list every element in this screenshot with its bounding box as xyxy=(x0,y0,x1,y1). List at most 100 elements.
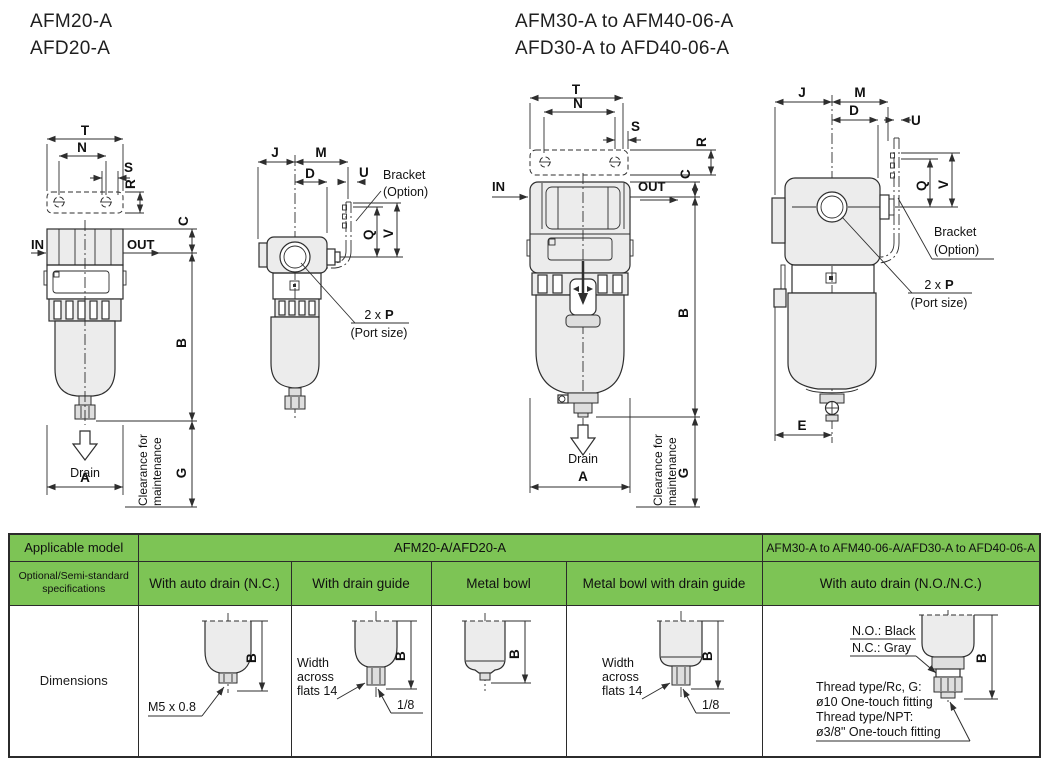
dim-label-r: R xyxy=(694,137,709,147)
dim-label-b: B xyxy=(174,338,189,348)
svg-text:ø3/8" One-touch fitting: ø3/8" One-touch fitting xyxy=(816,725,941,739)
dim-label-g: G xyxy=(174,468,189,479)
label-thread-18: 1/8 xyxy=(702,698,719,712)
label-clearance-line2: maintenance xyxy=(665,437,679,506)
svg-text:flats 14: flats 14 xyxy=(602,684,642,698)
afm20-filter-body xyxy=(43,220,127,425)
afm30s-dim-E: E xyxy=(774,307,832,441)
dim-label-c: C xyxy=(678,169,693,179)
drawing-afm20-front-view: T N S R xyxy=(31,125,197,508)
dim-label-u: U xyxy=(359,165,369,180)
afm20-dim-B: B xyxy=(96,253,197,422)
dim-label-n: N xyxy=(573,96,583,111)
afm20-dim-C: C xyxy=(123,216,197,253)
model-heading-right-line2: AFD30-A to AFD40-06-A xyxy=(515,38,730,59)
dim-label-b: B xyxy=(507,649,522,659)
afm30s-bracket-label: Bracket (Option) xyxy=(897,197,994,260)
afm30-dim-B: B xyxy=(596,197,700,418)
drawing-afm30-front-view: T N S R xyxy=(492,83,716,508)
afm30-dim-G: G xyxy=(636,417,700,508)
model-heading-left-line1: AFM20-A xyxy=(30,11,113,32)
dim-label-a: A xyxy=(80,470,90,485)
thumb-metal-bowl: B xyxy=(462,612,531,691)
label-no-black: N.O.: Black xyxy=(852,624,916,638)
dim-label-j: J xyxy=(271,145,279,160)
afm20s-dim-Q: Q xyxy=(353,206,383,257)
dim-label-b: B xyxy=(393,651,408,661)
svg-text:Thread type/NPT:: Thread type/NPT: xyxy=(816,710,913,724)
dim-label-v: V xyxy=(381,229,396,238)
afm30-dim-S: S xyxy=(603,119,641,149)
dim-label-v: V xyxy=(936,180,951,189)
thumb-drain-guide: Width across flats 14 B 1/8 xyxy=(297,610,423,714)
svg-text:ø10 One-touch fitting: ø10 One-touch fitting xyxy=(816,695,933,709)
label-port-size: (Port size) xyxy=(351,326,408,340)
cell-dim-drain-guide: Width across flats 14 B 1/8 xyxy=(290,604,432,758)
cell-spec-metal-bowl-guide: Metal bowl with drain guide xyxy=(565,560,763,606)
afm30-port-labels: IN OUT xyxy=(492,179,700,204)
dim-label-m: M xyxy=(854,85,865,100)
label-in: IN xyxy=(492,179,505,194)
label-bracket-option: (Option) xyxy=(383,185,428,199)
afm20s-dim-V: V xyxy=(340,202,403,258)
afm20-dim-T: T xyxy=(46,125,124,191)
dim-label-s: S xyxy=(124,160,133,175)
dim-label-d: D xyxy=(849,103,859,118)
label-clearance-line1: Clearance for xyxy=(136,434,150,506)
afm30s-bracket xyxy=(878,137,900,264)
svg-text:across: across xyxy=(602,670,639,684)
afm30s-dim-V: V xyxy=(895,152,960,208)
dim-label-b: B xyxy=(244,653,259,663)
cell-group-large: AFM30-A to AFM40-06-A/AFD30-A to AFD40-0… xyxy=(761,533,1041,562)
afm20s-body xyxy=(258,236,341,410)
model-heading-right-line1: AFM30-A to AFM40-06-A xyxy=(515,11,734,32)
dim-label-b: B xyxy=(974,653,989,663)
dim-label-g: G xyxy=(676,468,691,479)
model-heading-right: AFM30-A to AFM40-06-A AFD30-A to AFD40-0… xyxy=(515,8,734,62)
afm30-drain: Drain xyxy=(568,424,598,466)
label-thread-note: Thread type/Rc, G: xyxy=(816,680,922,694)
dim-label-s: S xyxy=(631,119,640,134)
cell-spec-auto-drain-nonc: With auto drain (N.O./N.C.) xyxy=(761,560,1041,606)
dim-label-u: U xyxy=(911,113,921,128)
afm30s-dim-Q: Q xyxy=(901,158,938,207)
thumb-auto-drain-nonc: B N.O.: Black N.C.: Gray Thread type/Rc,… xyxy=(815,609,998,742)
afm20-dim-R: R xyxy=(123,179,144,214)
afm30-drain-fitting xyxy=(557,392,599,418)
thumb-metal-bowl-guide: Width across flats 14 B 1/8 xyxy=(602,610,731,714)
dim-label-b: B xyxy=(700,651,715,661)
afm20-dim-G: G xyxy=(125,421,197,508)
label-clearance-line1: Clearance for xyxy=(651,434,665,506)
cell-dim-metal-bowl: B xyxy=(430,604,567,758)
afm30-dim-A: A xyxy=(529,398,631,493)
svg-text:across: across xyxy=(297,670,334,684)
dim-label-c: C xyxy=(176,216,191,226)
dim-label-e: E xyxy=(797,418,806,433)
label-bracket-option: (Option) xyxy=(934,243,979,257)
label-thread-18: 1/8 xyxy=(397,698,414,712)
afm20-dim-S: S xyxy=(90,160,133,195)
cell-spec-label: Optional/Semi-standard specifications xyxy=(8,560,139,606)
label-out: OUT xyxy=(127,237,155,252)
label-width-flats: Width xyxy=(297,656,329,670)
afm20-port-labels: IN OUT xyxy=(31,237,197,257)
label-drain: Drain xyxy=(70,466,100,480)
label-in: IN xyxy=(31,237,44,252)
afm30s-drain-fitting xyxy=(819,393,845,422)
afm30-dim-R: R xyxy=(630,137,716,176)
label-bracket: Bracket xyxy=(383,168,426,182)
afm30s-dims-top: J M D U xyxy=(774,85,921,195)
cell-dimensions-label: Dimensions xyxy=(8,604,139,758)
drawing-afm20-side-view: J M D U Q V xyxy=(257,145,428,418)
model-heading-left-line2: AFD20-A xyxy=(30,38,111,59)
label-out: OUT xyxy=(638,179,666,194)
cell-applicable-model: Applicable model xyxy=(8,533,139,562)
cell-spec-drain-guide: With drain guide xyxy=(290,560,432,606)
afm30-element-indicator xyxy=(565,261,601,328)
dim-label-a: A xyxy=(578,469,588,484)
dim-label-q: Q xyxy=(361,229,376,240)
dim-label-m: M xyxy=(315,145,326,160)
label-drain: Drain xyxy=(568,452,598,466)
